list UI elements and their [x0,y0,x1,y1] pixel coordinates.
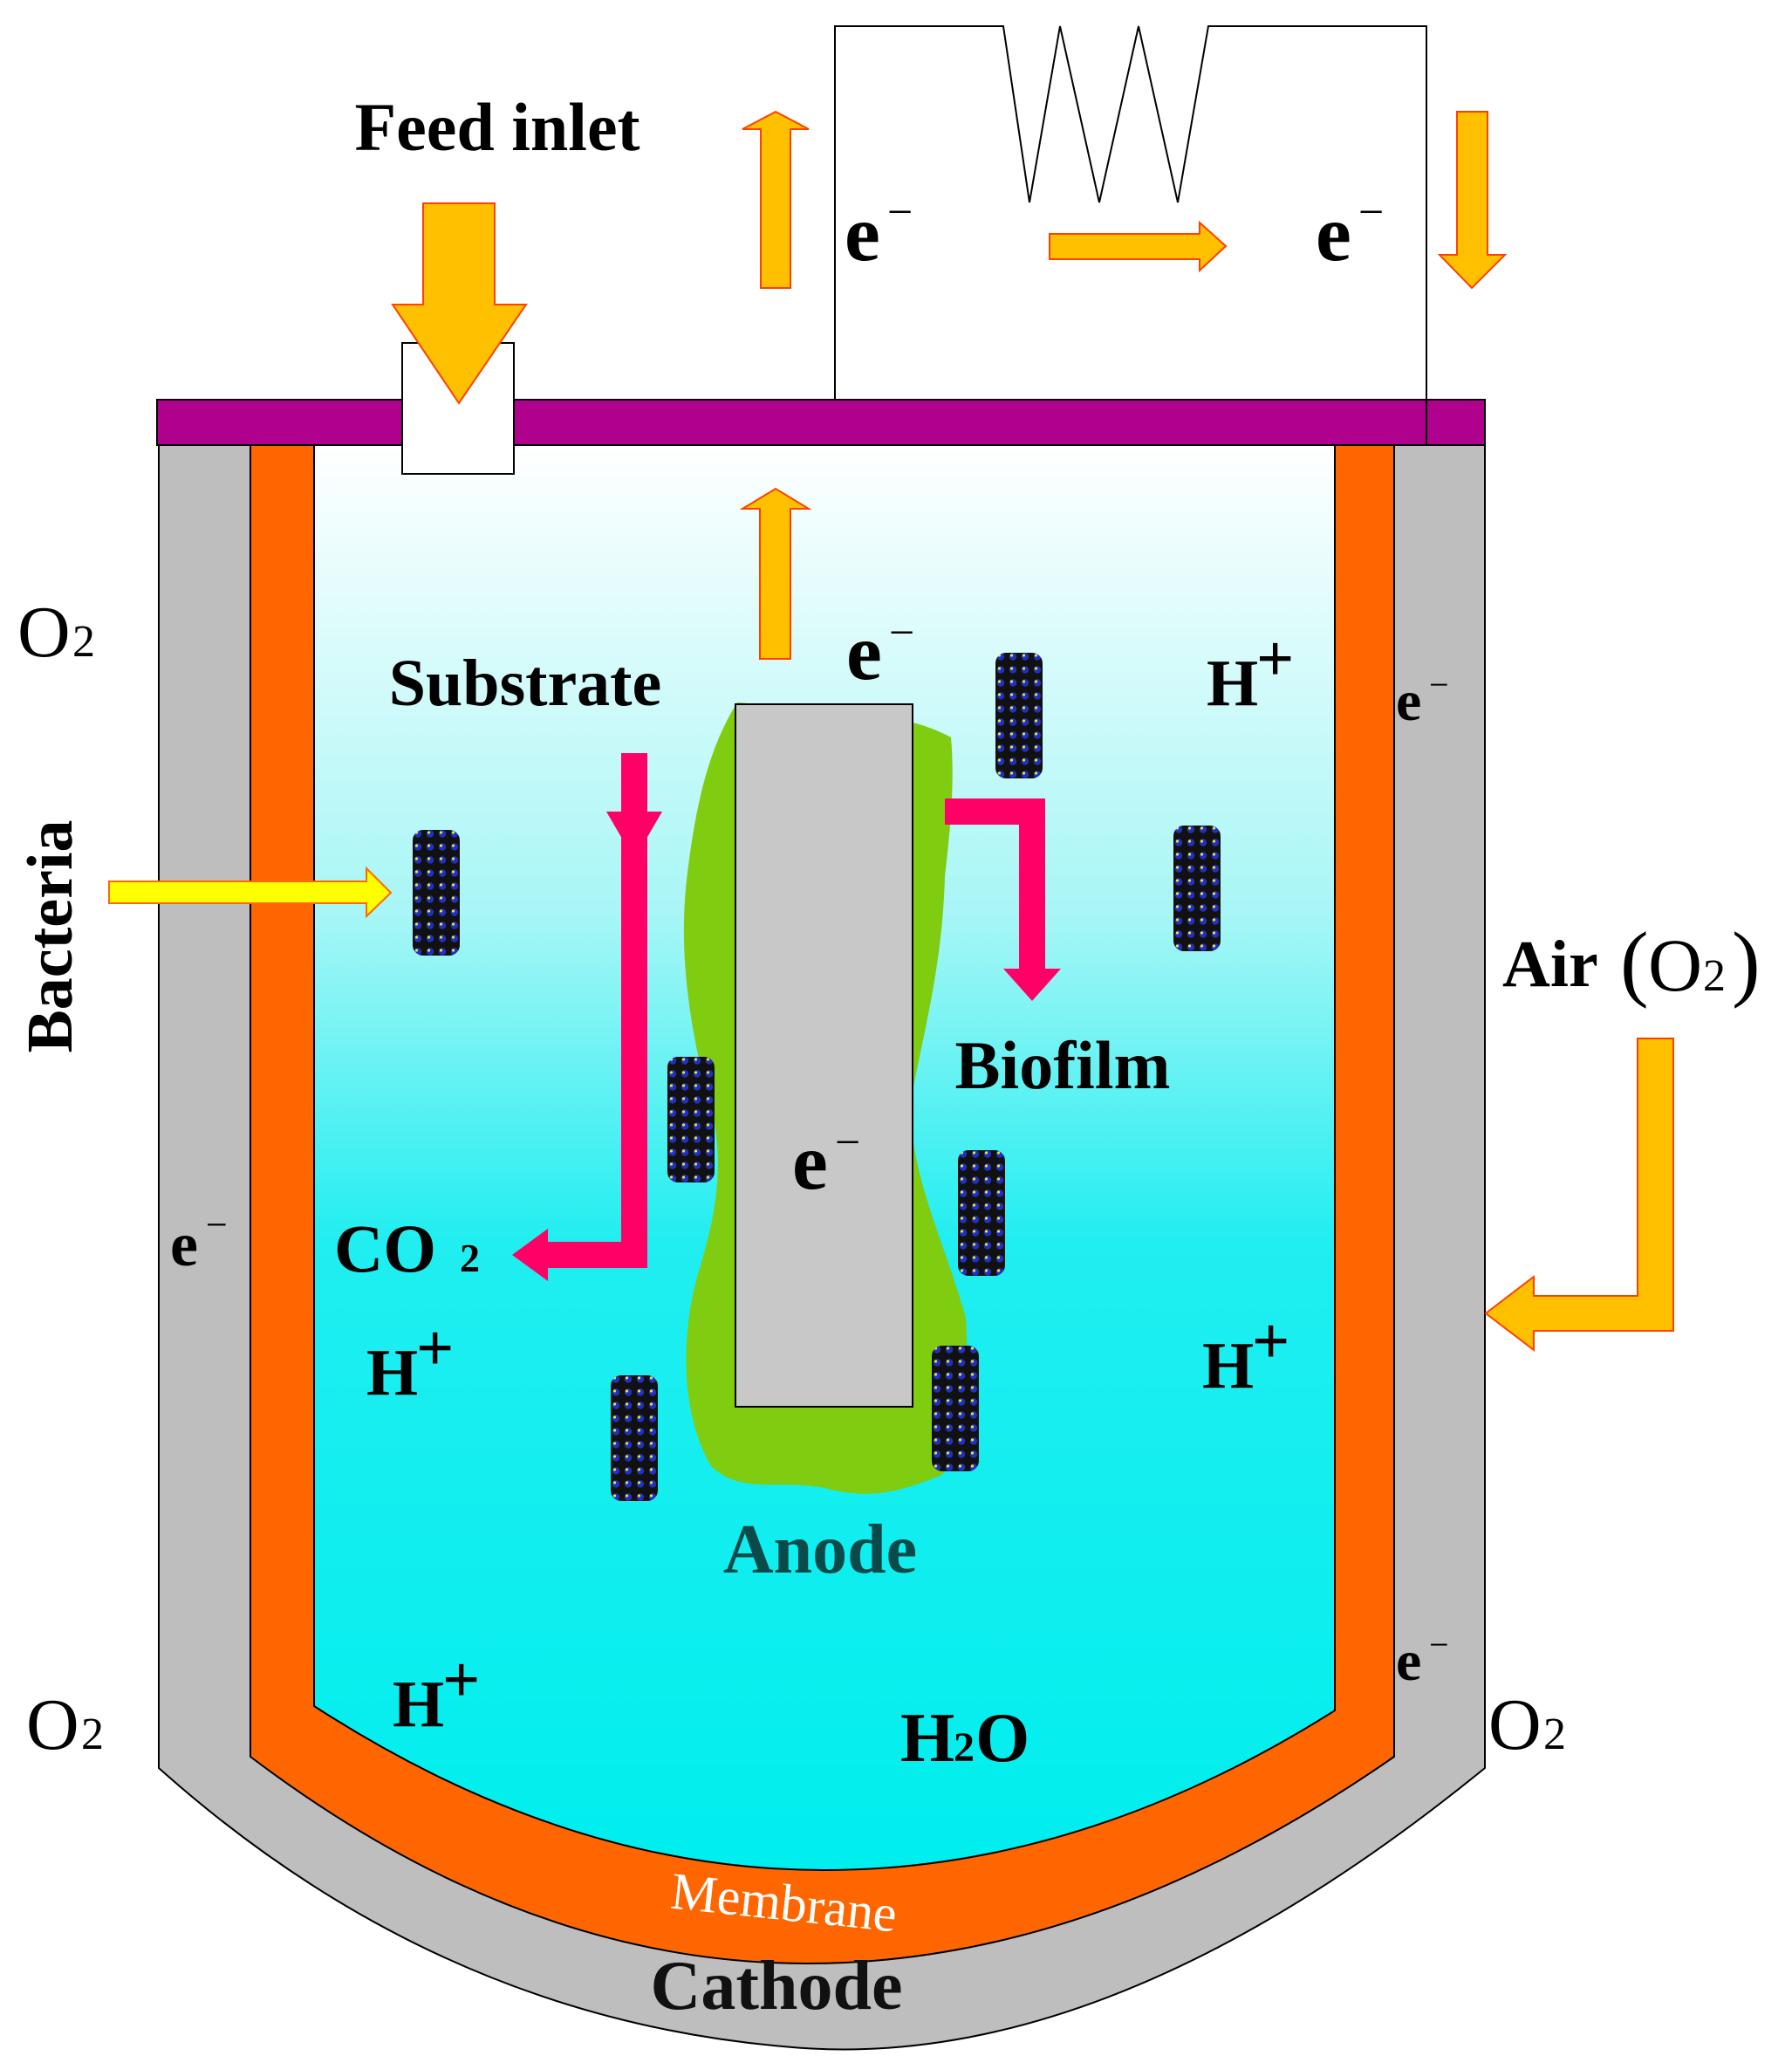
svg-text:O: O [26,1684,79,1765]
electron-up-arrow-lower [739,487,812,660]
h2o-label: H 2 O [900,1700,1029,1777]
svg-text:O: O [1488,1684,1542,1765]
svg-text:−: − [206,1203,228,1246]
bacteria-label: Bacteria [15,819,86,1052]
bacterium [958,1150,1005,1276]
svg-text:H: H [393,1668,444,1741]
svg-text:2: 2 [1543,1710,1566,1759]
feed-inlet-arrow [391,202,528,405]
air-o2-label: Air ( O 2 ) [1502,915,1761,1010]
svg-text:−: − [889,608,914,658]
proton-label-middle-left: H + [366,1312,454,1409]
o2-label-bottom-right: O 2 [1488,1684,1566,1765]
electron-up-arrow-upper [742,110,810,289]
svg-text:−: − [1429,665,1449,704]
svg-text:e: e [845,188,880,278]
svg-text:−: − [1358,188,1384,237]
cathode-label: Cathode [651,1948,903,2025]
svg-text:2: 2 [1703,951,1726,1001]
proton-label-middle-right: H + [1202,1305,1289,1402]
svg-text:e: e [792,1117,828,1206]
bacterium [1173,826,1221,951]
bacterium [932,1346,979,1471]
anode-to-biofilm-arrow [945,798,1061,1001]
svg-text:H: H [1207,647,1258,720]
svg-text:−: − [887,188,913,237]
svg-text:2: 2 [81,1710,104,1759]
svg-text:2: 2 [72,617,95,667]
co2-label: CO 2 [334,1210,480,1286]
electron-label-cathode-left: e − [170,1203,228,1279]
substrate-label: Substrate [389,647,661,720]
svg-text:+: + [442,1643,480,1717]
svg-text:): ) [1732,915,1761,1010]
svg-text:−: − [1429,1625,1449,1664]
svg-text:H: H [366,1336,418,1409]
svg-text:+: + [1256,622,1294,696]
anode-label: Anode [723,1511,917,1588]
bacteria-pointer-arrow [108,866,393,919]
proton-label-bottom: H + [393,1643,480,1741]
svg-text:2: 2 [460,1236,480,1280]
svg-text:(: ( [1620,915,1649,1010]
proton-label-upper-right: H + [1207,622,1294,720]
svg-text:H: H [1202,1329,1254,1402]
air-inflow-arrow [1484,1038,1674,1353]
svg-text:e: e [1316,188,1351,278]
bacterium [995,653,1043,778]
svg-text:e: e [1396,1629,1421,1693]
svg-text:e: e [170,1210,198,1279]
electron-label-anode-top: e − [846,607,914,696]
electron-right-arrow [1049,220,1228,273]
o2-label-top-left: O 2 [17,592,95,673]
biofilm-label: Biofilm [955,1027,1171,1103]
electron-label-circuit-right: e − [1316,188,1384,278]
svg-text:O: O [17,592,71,673]
svg-text:+: + [1252,1305,1289,1378]
bacterium [611,1375,658,1501]
o2-label-bottom-left: O 2 [26,1684,104,1765]
bacterium [667,1057,715,1182]
substrate-to-co2-arrow [512,753,662,1281]
svg-text:Air: Air [1502,928,1598,1001]
electron-label-cathode-right-lower: e − [1396,1625,1449,1693]
electron-label-circuit-left: e − [845,188,913,278]
svg-text:H: H [900,1700,954,1777]
lid [156,399,1486,446]
svg-text:2: 2 [954,1724,975,1771]
svg-text:O: O [1648,923,1702,1007]
svg-text:O: O [975,1700,1029,1777]
anode-electrode [735,703,913,1408]
bacterium [413,830,460,956]
electron-label-cathode-right-upper: e − [1396,665,1449,733]
svg-text:e: e [1396,669,1421,733]
electron-flow-arrows [391,110,1674,1353]
svg-text:CO: CO [334,1210,436,1286]
electron-label-anode-center: e − [792,1117,860,1206]
svg-text:e: e [846,607,882,696]
svg-text:−: − [835,1118,860,1168]
svg-text:+: + [416,1312,454,1385]
electron-down-arrow [1437,111,1508,290]
feed-inlet-label: Feed inlet [354,89,640,165]
